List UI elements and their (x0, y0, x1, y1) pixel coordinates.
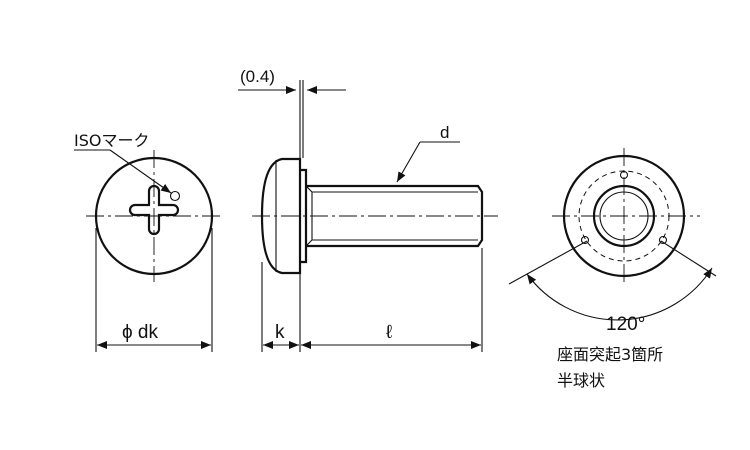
k-and-length-dimensions: k ℓ (261, 248, 483, 352)
head-height-label: k (275, 322, 285, 343)
head-top-view (86, 150, 222, 282)
note-line-1: 座面突起3箇所 (557, 345, 663, 364)
length-label: ℓ (386, 322, 392, 343)
iso-mark-dot (169, 190, 181, 202)
iso-mark-label: ISOマーク (74, 131, 149, 150)
note-line-2: 半球状 (557, 371, 605, 390)
protrusion-lower-right (658, 235, 668, 245)
screw-side-view (252, 157, 498, 275)
phillips-recess-icon (128, 184, 180, 236)
head-diameter-label: ϕ dk (122, 322, 158, 343)
head-outline-circle (94, 156, 214, 276)
shank-section-inner (599, 191, 649, 241)
angle-arc (526, 267, 713, 321)
bearing-face-view: 120° 座面突起3箇所 半球状 (508, 148, 717, 390)
bearing-gap-dimension: (0.4) (238, 67, 346, 158)
shank-section-outer (592, 184, 656, 248)
thread-diameter-callout: d (396, 123, 460, 183)
thread-diameter-label: d (440, 123, 449, 142)
pan-head-profile (260, 157, 302, 275)
thread-shank (306, 184, 484, 248)
iso-mark-callout: ISOマーク (74, 131, 172, 194)
angle-label: 120° (606, 314, 645, 335)
gap-dimension-label: (0.4) (240, 67, 275, 86)
protrusion-lower-left (580, 235, 590, 245)
protrusion-top (619, 170, 629, 180)
dk-dimension: ϕ dk (95, 228, 213, 352)
